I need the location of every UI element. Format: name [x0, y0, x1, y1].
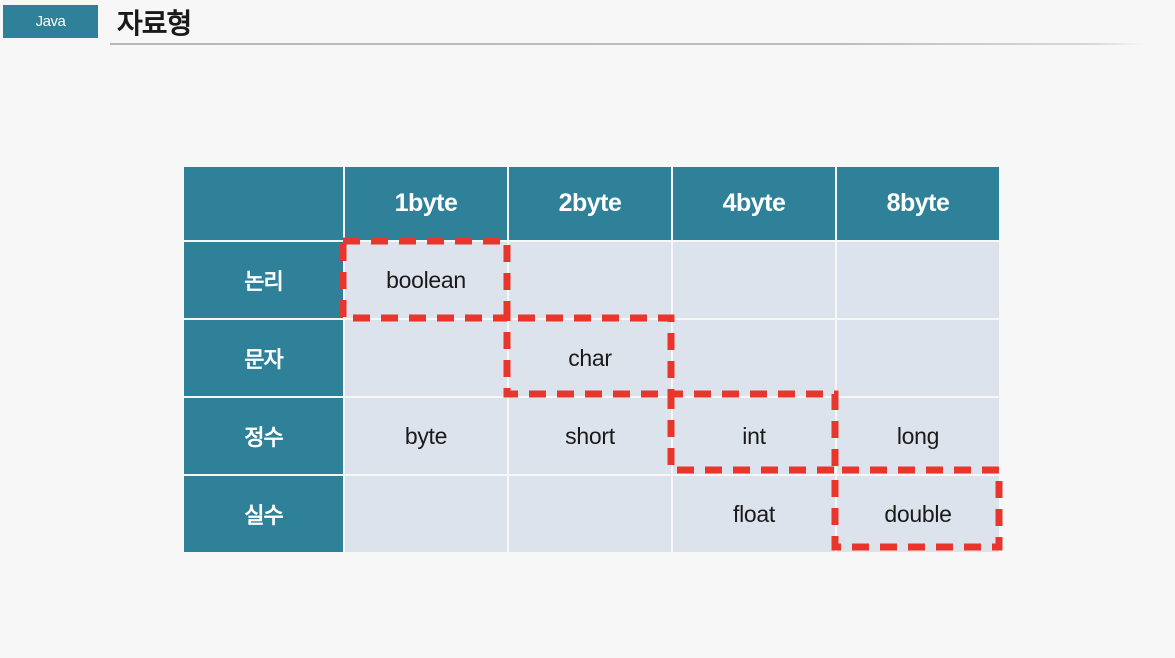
cell-integer-4byte: int — [673, 398, 835, 474]
table-row: 문자 char — [184, 320, 999, 396]
cell-integer-8byte: long — [837, 398, 999, 474]
column-header-2byte: 2byte — [509, 167, 671, 240]
row-label-integer: 정수 — [184, 398, 343, 474]
cell-float-4byte: float — [673, 476, 835, 552]
cell-character-4byte — [673, 320, 835, 396]
row-label-character: 문자 — [184, 320, 343, 396]
cell-integer-1byte: byte — [345, 398, 507, 474]
data-type-table-container: 1byte 2byte 4byte 8byte 논리 boolean 문자 ch… — [182, 165, 999, 552]
table-header-row: 1byte 2byte 4byte 8byte — [184, 167, 999, 240]
table-row: 실수 float double — [184, 476, 999, 552]
data-type-table: 1byte 2byte 4byte 8byte 논리 boolean 문자 ch… — [182, 165, 1001, 554]
cell-character-2byte: char — [509, 320, 671, 396]
cell-float-1byte — [345, 476, 507, 552]
column-header-1byte: 1byte — [345, 167, 507, 240]
cell-logic-8byte — [837, 242, 999, 318]
cell-character-8byte — [837, 320, 999, 396]
column-header-4byte: 4byte — [673, 167, 835, 240]
page-title: 자료형 — [117, 8, 192, 39]
table-row: 정수 byte short int long — [184, 398, 999, 474]
cell-integer-2byte: short — [509, 398, 671, 474]
column-header-8byte: 8byte — [837, 167, 999, 240]
table-corner-cell — [184, 167, 343, 240]
header-divider — [110, 43, 1145, 45]
language-badge: Java — [3, 5, 98, 38]
cell-logic-1byte: boolean — [345, 242, 507, 318]
row-label-logic: 논리 — [184, 242, 343, 318]
cell-character-1byte — [345, 320, 507, 396]
slide-header: Java 자료형 — [0, 0, 1175, 46]
row-label-float: 실수 — [184, 476, 343, 552]
table-row: 논리 boolean — [184, 242, 999, 318]
cell-logic-4byte — [673, 242, 835, 318]
cell-float-2byte — [509, 476, 671, 552]
cell-logic-2byte — [509, 242, 671, 318]
cell-float-8byte: double — [837, 476, 999, 552]
